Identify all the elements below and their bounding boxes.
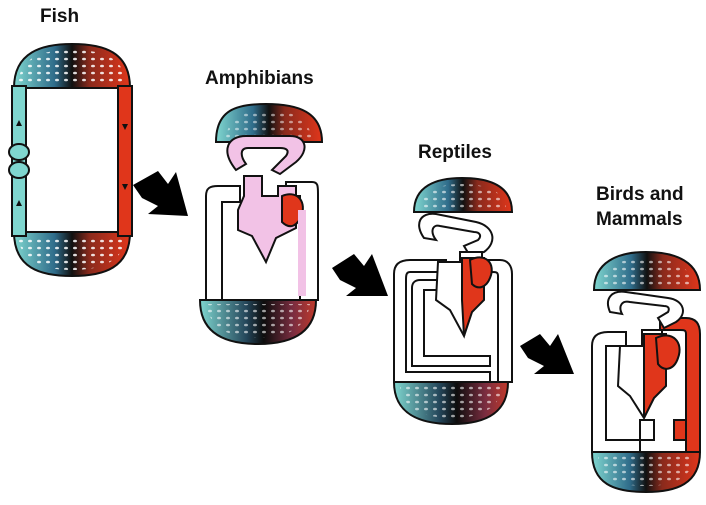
label-birds-line2: Mammals bbox=[596, 207, 684, 232]
label-birds-line1: Birds and bbox=[596, 182, 684, 207]
label-reptiles: Reptiles bbox=[418, 142, 492, 164]
arrow-right-down-icon bbox=[133, 171, 188, 216]
label-amphibians: Amphibians bbox=[205, 68, 314, 90]
arrow-right-down-icon bbox=[520, 334, 574, 374]
bird-mammal-circulation-icon bbox=[592, 252, 700, 492]
reptile-circulation-icon bbox=[394, 178, 512, 424]
fish-circulation-icon bbox=[9, 44, 132, 276]
label-birds-mammals: Birds and Mammals bbox=[596, 182, 684, 232]
label-fish: Fish bbox=[40, 6, 79, 28]
arrow-right-down-icon bbox=[332, 254, 388, 296]
amphibian-circulation-icon bbox=[200, 104, 322, 344]
